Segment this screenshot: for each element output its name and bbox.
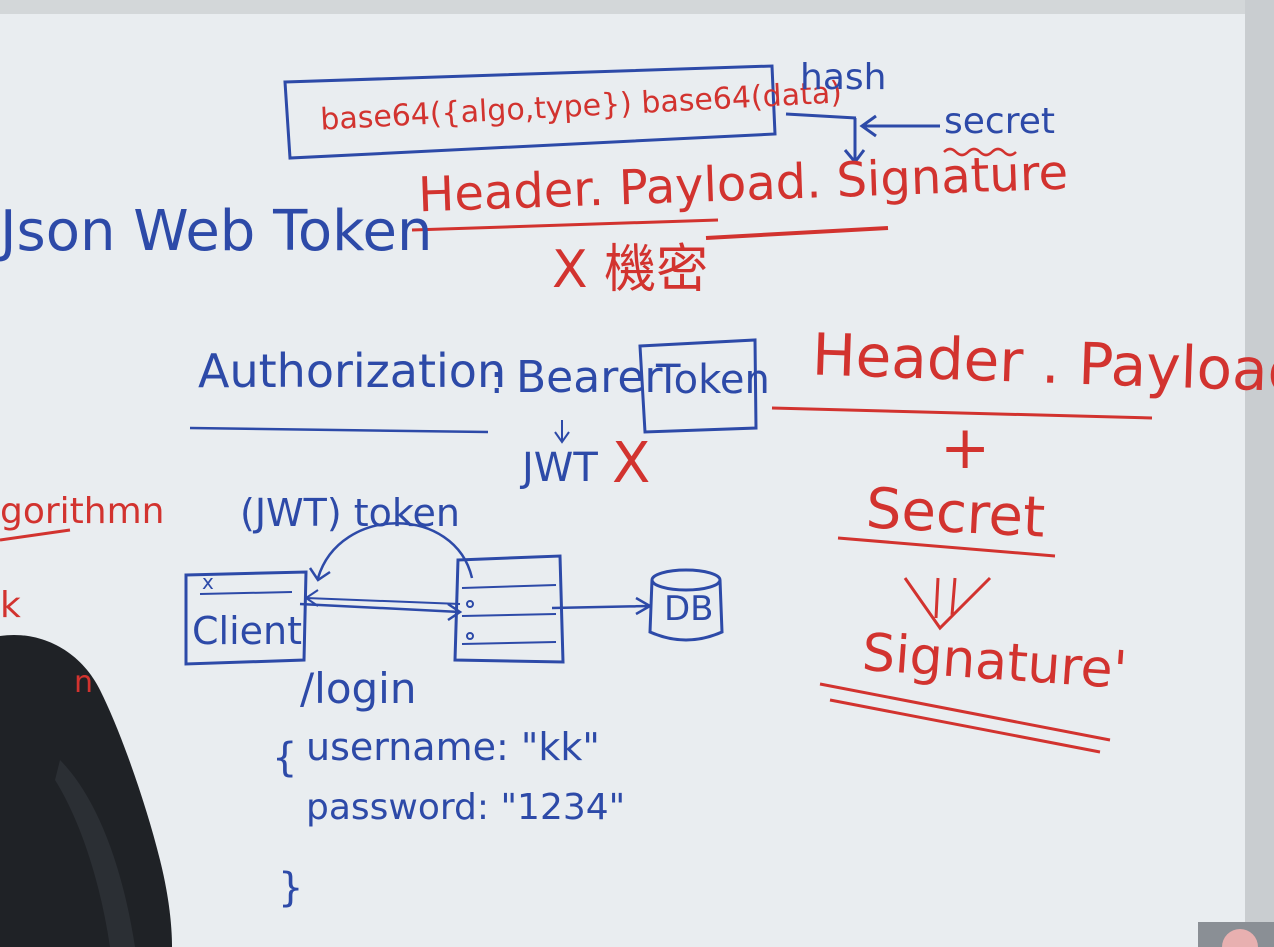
brace-close: } xyxy=(278,865,304,911)
person-silhouette xyxy=(0,634,172,947)
bearer-label: Bearer xyxy=(516,352,663,403)
underline-secret-right xyxy=(837,536,1056,558)
hash-label: hash xyxy=(800,57,887,98)
plus-sign: + xyxy=(940,413,991,483)
secret-squiggle xyxy=(943,147,1017,157)
left-cut-k: k xyxy=(0,585,21,626)
left-cut-algorithm: gorithmn xyxy=(0,491,165,532)
server-dot-1 xyxy=(466,600,474,608)
not-secret-note: X 機密 xyxy=(552,240,709,300)
request-arrow xyxy=(299,602,463,622)
jwt-cross-mark: X xyxy=(612,431,651,496)
strike-signature-2 xyxy=(829,698,1101,754)
db-label: DB xyxy=(664,589,714,629)
strike-signature-1 xyxy=(819,682,1111,742)
response-arrow xyxy=(304,589,461,607)
person-shoulder-shade xyxy=(55,760,135,947)
client-label: Client xyxy=(192,609,303,653)
server-line-2 xyxy=(461,613,557,617)
password-line: password: "1234" xyxy=(306,787,626,828)
formula-box xyxy=(283,64,777,160)
client-line xyxy=(199,591,293,595)
underline-header-payload-right xyxy=(771,406,1153,420)
token-box-label: Token xyxy=(656,357,770,403)
jwt-token-label: (JWT) token xyxy=(240,491,460,535)
server-line-1 xyxy=(461,584,557,589)
underline-authorization xyxy=(189,426,489,434)
left-cut-n: n xyxy=(74,665,94,700)
username-line: username: "kk" xyxy=(306,725,600,769)
db-body xyxy=(648,579,724,642)
title-json-web-token: Json Web Token xyxy=(0,199,433,264)
underline-header-payload xyxy=(411,218,719,232)
client-x-mark: x xyxy=(202,570,214,594)
hash-line xyxy=(785,112,857,120)
server-dot-2 xyxy=(466,632,474,640)
secret-label: secret xyxy=(944,101,1055,142)
client-box xyxy=(184,570,308,666)
right-header-payload: Header . Payload xyxy=(810,320,1274,406)
secret-arrow xyxy=(859,114,940,138)
authorization-colon: : xyxy=(490,357,504,403)
down-arrow xyxy=(843,118,866,165)
bearer-arrow xyxy=(554,420,570,444)
underline-algorithm xyxy=(0,528,71,542)
jwt-below-bearer: JWT xyxy=(522,445,598,491)
server-line-3 xyxy=(461,641,557,645)
implies-arrow xyxy=(903,576,992,631)
underline-signature xyxy=(705,226,889,240)
token-arc xyxy=(308,522,474,582)
token-box xyxy=(638,338,758,434)
login-route: /login xyxy=(300,664,417,713)
brace-open: { xyxy=(272,735,298,781)
secret-right: Secret xyxy=(864,476,1047,551)
server-box xyxy=(453,554,565,664)
authorization-label: Authorization xyxy=(198,344,507,398)
